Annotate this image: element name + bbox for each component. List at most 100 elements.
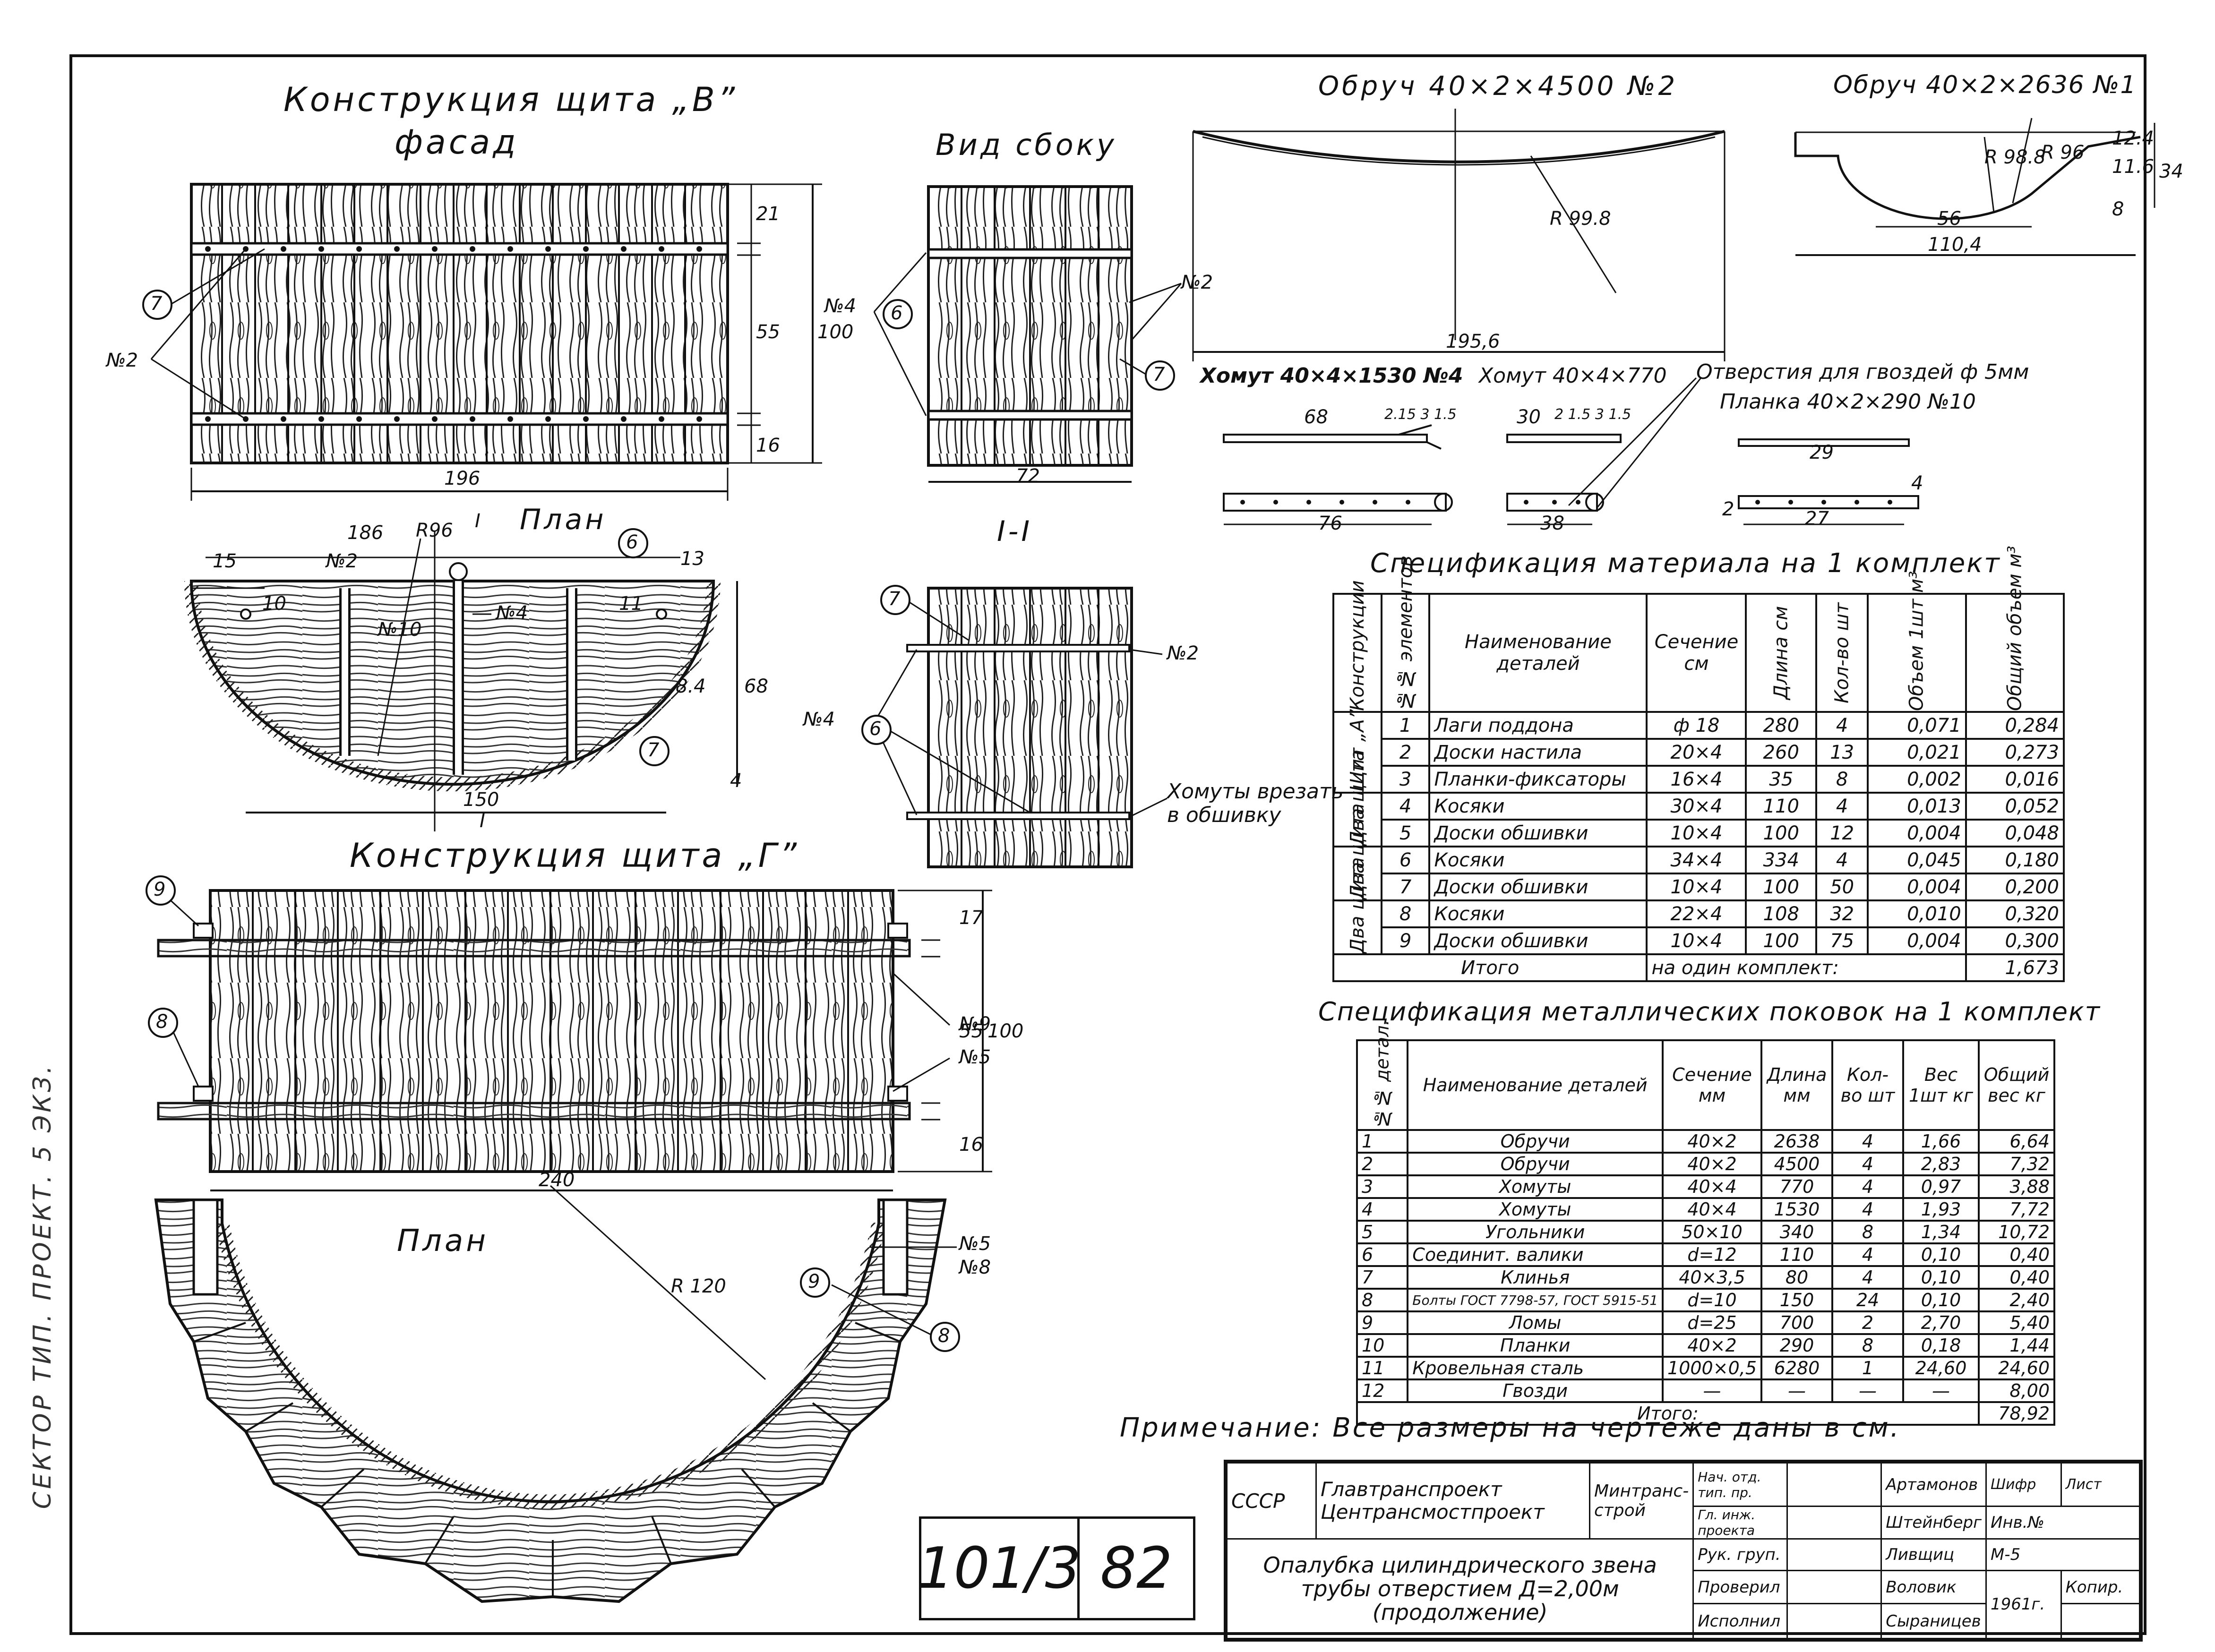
cell-no: 11 [1356, 1356, 1409, 1380]
col-header-length: Длина мм [1760, 1039, 1833, 1131]
shield-v-facade [142, 183, 822, 501]
tb-title-1: Опалубка цилиндрического звена [1263, 1552, 1657, 1578]
dim-R98-8: R 98.8 [1984, 146, 2046, 168]
dimension-note: Примечание: Все размеры на чертеже даны … [1120, 1412, 1901, 1443]
label-n4-b: №4 [496, 602, 528, 624]
cell-section: 40×4 [1662, 1174, 1762, 1199]
label-n5-b: №5 [959, 1233, 991, 1255]
col-header-section: Сечение см [1646, 593, 1747, 713]
cell-qty: — [1831, 1378, 1904, 1403]
tb-sign5 [1786, 1603, 1882, 1639]
cell-no: 3 [1356, 1174, 1409, 1199]
section-mark-top: I [475, 510, 481, 532]
cell-section: 40×2 [1662, 1333, 1762, 1358]
hoop-1-drawing [1794, 118, 2155, 256]
marker-8-b: 8 [938, 1325, 950, 1347]
cell-unit-weight: 0,10 [1902, 1242, 1980, 1267]
cell-section: ф 18 [1646, 711, 1747, 740]
dim-13: 13 [680, 548, 704, 570]
dim-55: 55 [756, 321, 780, 343]
col-header-section: Сечение мм [1662, 1039, 1762, 1131]
dim-110-4: 110,4 [1928, 234, 1982, 256]
cell-qty: 75 [1815, 926, 1869, 955]
dim-10: 10 [262, 593, 286, 615]
shield-g-facade [146, 875, 992, 1191]
table2-title: Спецификация металлических поковок на 1 … [1318, 997, 2101, 1027]
dim-68c: 68 [1304, 406, 1328, 428]
nail-holes-note: Отверстия для гвоздей ф 5мм [1696, 360, 2029, 384]
cell-length: 700 [1760, 1310, 1833, 1335]
cell-length: 35 [1745, 765, 1817, 794]
cell-qty: 50 [1815, 873, 1869, 901]
table-row: Щит „А” 1 Лаги поддона ф 18 280 4 0,071 … [1333, 709, 2065, 793]
hoop2-title: Обруч 40×2×4500 №2 [1318, 71, 1678, 102]
cell-qty: 4 [1815, 792, 1869, 821]
cell-name: Болты ГОСТ 7798-57, ГОСТ 5915-51 [1407, 1288, 1664, 1312]
dim-76: 76 [1318, 513, 1342, 534]
cell-name: Хомуты [1407, 1197, 1664, 1222]
marker-9-a: 9 [154, 879, 166, 900]
cell-length: 770 [1760, 1174, 1833, 1199]
dim-17: 17 [959, 907, 983, 929]
table-total-row: Итого на один комплект: 1,673 [1332, 953, 2065, 982]
cell-no: 2 [1380, 738, 1431, 767]
cell-section: 40×4 [1662, 1197, 1762, 1222]
cell-section: 10×4 [1646, 926, 1747, 955]
cell-length: 280 [1745, 711, 1817, 740]
clamp3-title: Хомут 40×4×770 [1479, 364, 1667, 388]
col-header-qty: Кол-во шт [1816, 594, 1868, 712]
cell-name: Клинья [1407, 1265, 1664, 1290]
clamp-note-1: Хомуты врезать [1167, 779, 1344, 804]
stamp-page: 82 [1100, 1535, 1173, 1601]
cell-qty: 2 [1831, 1310, 1904, 1335]
cell-section: 10×4 [1646, 873, 1747, 901]
cell-unit-weight: 24,60 [1902, 1356, 1980, 1380]
shield-v-subtitle: фасад [395, 123, 519, 162]
marker-8-a: 8 [156, 1011, 168, 1033]
cell-no: 7 [1356, 1265, 1409, 1290]
cell-total-weight: 0,40 [1978, 1265, 2055, 1290]
dim-72: 72 [1016, 465, 1040, 487]
cell-qty: 4 [1831, 1174, 1904, 1199]
marker-6-b: 6 [626, 531, 638, 553]
tb-code-value: Инв.№ [1985, 1506, 2141, 1540]
cell-qty: 4 [1831, 1152, 1904, 1176]
col-header-name: Наименование деталей [1407, 1039, 1664, 1131]
total-text: на один комплект: [1646, 953, 1967, 982]
dim-56: 56 [1937, 208, 1961, 230]
cell-unit-volume: 0,004 [1867, 926, 1967, 955]
cell-total-volume: 0,048 [1965, 819, 2065, 847]
cell-name: Ломы [1407, 1310, 1664, 1335]
cell-name: Соединит. валики [1407, 1242, 1664, 1267]
cell-total-weight: 0,40 [1978, 1242, 2055, 1267]
tb-code-label: Шифр [1985, 1462, 2062, 1507]
dim-186: 186 [347, 522, 384, 544]
side-view [873, 185, 1182, 483]
cell-total-volume: 0,320 [1965, 899, 2065, 928]
material-spec-table: Конструкции №№ элементов Наименование де… [1332, 546, 2065, 982]
cell-no: 1 [1356, 1129, 1409, 1154]
hoop-2-drawing [1192, 109, 1726, 361]
tb-name1: Артамонов [1880, 1462, 1987, 1507]
dim-R120: R 120 [671, 1275, 726, 1297]
section-mark-bottom: I [480, 810, 485, 832]
cell-length: — [1760, 1378, 1833, 1403]
drawing-number-stamp: 101/3 82 [918, 1516, 1195, 1620]
cell-name: Косяки [1428, 899, 1648, 928]
total-label: Итого: [1356, 1401, 1980, 1426]
dim-16b: 16 [959, 1134, 983, 1156]
total-value: 1,673 [1965, 953, 2065, 982]
cell-section: 50×10 [1662, 1220, 1762, 1244]
cell-length: 110 [1745, 792, 1817, 821]
cell-unit-weight: 0,18 [1902, 1333, 1980, 1358]
label-n2-a: №2 [106, 350, 138, 371]
label-n2-d: №2 [1167, 642, 1199, 664]
tb-role4: Проверил [1692, 1569, 1788, 1605]
dim-8: 8 [2112, 198, 2124, 220]
cell-length: 6280 [1760, 1356, 1833, 1380]
label-n4-c: №4 [803, 709, 835, 730]
cell-length: 340 [1760, 1220, 1833, 1244]
